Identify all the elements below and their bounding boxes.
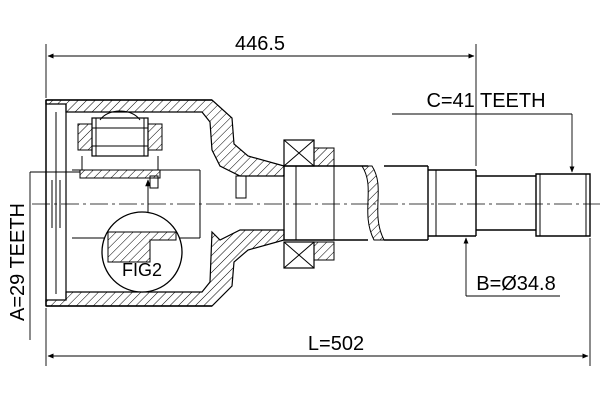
spline-teeth-label: C=41 TEETH — [426, 90, 545, 112]
shaft — [283, 139, 591, 269]
overall-length-label: 446.5 — [235, 33, 285, 55]
housing-teeth-label: A=29 TEETH — [7, 203, 29, 321]
dimension-total-length: L=502 — [45, 238, 591, 366]
fig2-label: FIG2 — [122, 260, 162, 280]
dimension-seal-diameter: B=Ø34.8 — [463, 237, 560, 297]
seal-diameter-label: B=Ø34.8 — [476, 273, 556, 295]
dimension-overall-length: 446.5 — [45, 33, 477, 166]
total-length-label: L=502 — [308, 333, 364, 355]
dimension-housing-teeth: A=29 TEETH — [7, 171, 80, 340]
spider-roller — [77, 110, 163, 179]
fig2-detail: FIG2 — [101, 179, 183, 293]
dimension-spline-teeth: C=41 TEETH — [392, 90, 575, 173]
